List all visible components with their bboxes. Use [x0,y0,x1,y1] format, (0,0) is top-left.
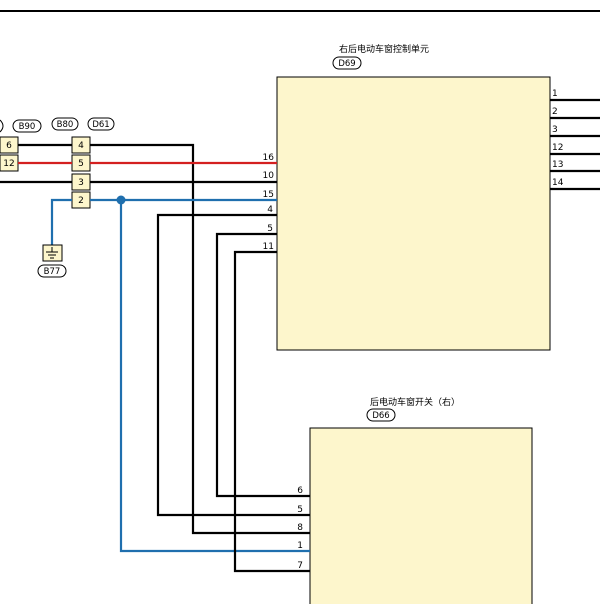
control-unit-box [276,76,551,351]
cu-pin-10: 10 [263,171,275,181]
b90-pin-6: 6 [6,141,12,151]
cu-pin-4: 4 [267,205,273,215]
cu-pin-5: 5 [267,224,273,234]
splice-dot [116,195,126,205]
switch-code-pill [366,408,396,422]
b80-pin-5: 5 [78,159,84,169]
d61-connector: D61 [87,117,115,131]
b90-pin-12: 12 [3,159,14,169]
control-unit-code: D69 [338,59,355,69]
cu-pin-r6: 14 [552,178,564,188]
cu-pin-r3: 3 [552,125,558,135]
b90-connector: B90 6 12 [0,119,42,172]
cu-pin-r2: 2 [552,107,558,117]
control-unit-right-wires [550,98,600,191]
control-unit-code-pill [332,56,362,70]
ground-symbol [42,244,63,262]
sw-pin-8: 8 [297,523,303,533]
wire-4-to-switch-8 [90,143,310,535]
sw-pin-7: 7 [297,561,303,571]
cu-pin-r1: 1 [552,89,558,99]
b80-pin-4: 4 [78,141,84,151]
switch-pin-labels: 6 5 8 1 7 [297,486,303,571]
d61-label: D61 [92,120,109,130]
switch-title: 后电动车窗开关（右） [370,396,460,408]
switch-box [309,427,533,604]
sw-pin-5: 5 [297,505,303,515]
wire-blue-to-switch-1 [119,200,310,553]
cu-pin-16: 16 [263,153,275,163]
sw-pin-6: 6 [297,486,303,496]
b90-label: B90 [19,122,36,132]
b77-label: B77 [44,267,61,277]
wire-cu11-switch7 [233,250,310,573]
cu-pin-r4: 12 [552,143,563,153]
sw-pin-1: 1 [297,541,303,551]
b77-pill [37,264,67,278]
control-unit-title: 右后电动车窗控制单元 [339,43,429,55]
wire-ground [50,198,72,246]
control-unit-left-pin-labels: 16 10 15 4 5 11 [263,153,275,252]
cu-pin-11: 11 [263,242,274,252]
cu-pin-r5: 13 [552,160,563,170]
control-unit-right-pin-labels: 1 2 3 12 13 14 [552,89,564,188]
b80-pin-3: 3 [78,178,84,188]
wire-cu5-switch6 [215,232,310,498]
b80-label: B80 [57,120,74,130]
switch-code: D66 [372,411,389,421]
b80-pin-2: 2 [78,196,84,206]
cu-pin-15: 15 [263,190,274,200]
